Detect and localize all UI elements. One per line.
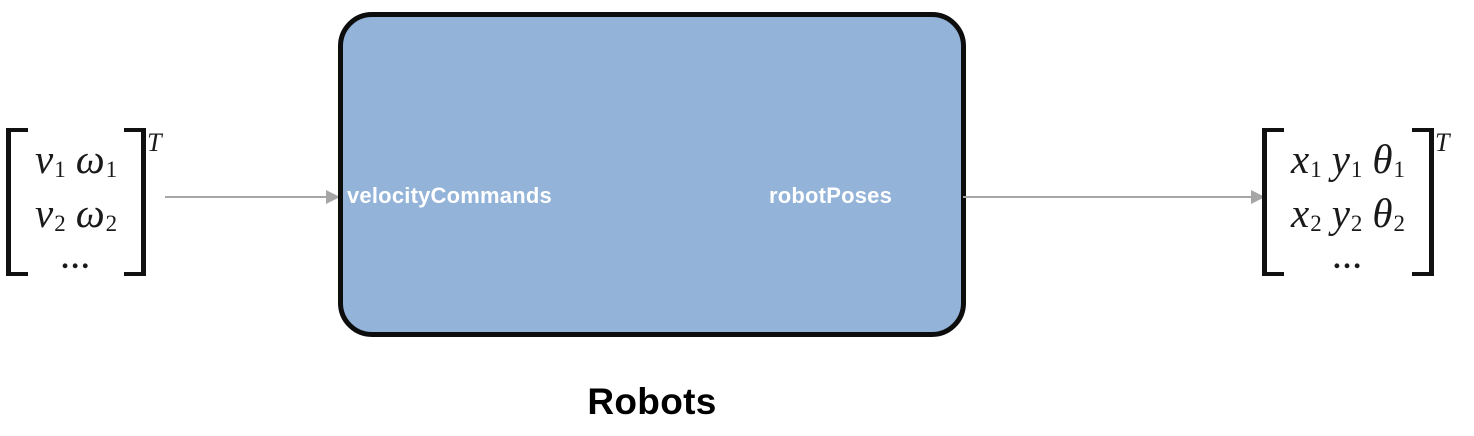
transpose-superscript: T (147, 128, 162, 157)
robot-poses-matrix: x1 y1 θ1 x2 y2 θ2 … T (1262, 128, 1450, 277)
matrix-ellipsis-row: … (60, 242, 93, 276)
matrix-cell: y1 (1331, 136, 1363, 183)
matrix-cell: ω2 (75, 190, 118, 237)
matrix-cell: θ1 (1372, 136, 1405, 183)
matrix-cell: v2 (35, 190, 66, 237)
matrix-ellipsis-row: … (1332, 242, 1364, 276)
matrix-cell: x1 (1291, 136, 1322, 183)
matrix-row: x2 y2 θ2 (1286, 186, 1410, 240)
arrow-shaft (165, 196, 326, 198)
matrix-row: v1 ω1 (30, 132, 122, 186)
matrix-cell: y2 (1331, 190, 1363, 237)
transpose-superscript: T (1435, 128, 1450, 157)
left-bracket-open-icon (6, 128, 28, 277)
matrix-row: x1 y1 θ1 (1286, 132, 1410, 186)
input-port-label[interactable]: velocityCommands (347, 183, 552, 208)
matrix-cell: v1 (35, 136, 66, 183)
arrow-head-icon (326, 190, 340, 204)
right-bracket-close-icon (124, 128, 147, 277)
arrow-shaft (963, 196, 1251, 198)
matrix-rows: x1 y1 θ1 x2 y2 θ2 … (1284, 128, 1412, 276)
output-signal-arrow (963, 190, 1265, 204)
matrix-row: v2 ω2 (30, 186, 122, 240)
arrow-head-icon (1251, 190, 1265, 204)
left-bracket-open-icon (1262, 128, 1284, 277)
matrix-cell: x2 (1291, 190, 1322, 237)
matrix-cell: ω1 (75, 136, 118, 183)
robots-block[interactable] (338, 12, 966, 337)
output-port-label[interactable]: robotPoses (769, 183, 893, 208)
input-signal-arrow (165, 190, 340, 204)
matrix-rows: v1 ω1 v2 ω2 … (28, 128, 124, 276)
block-caption: Robots (587, 381, 717, 422)
matrix-cell: θ2 (1372, 190, 1405, 237)
velocity-commands-matrix: v1 ω1 v2 ω2 … T (6, 128, 162, 277)
right-bracket-close-icon (1412, 128, 1434, 277)
